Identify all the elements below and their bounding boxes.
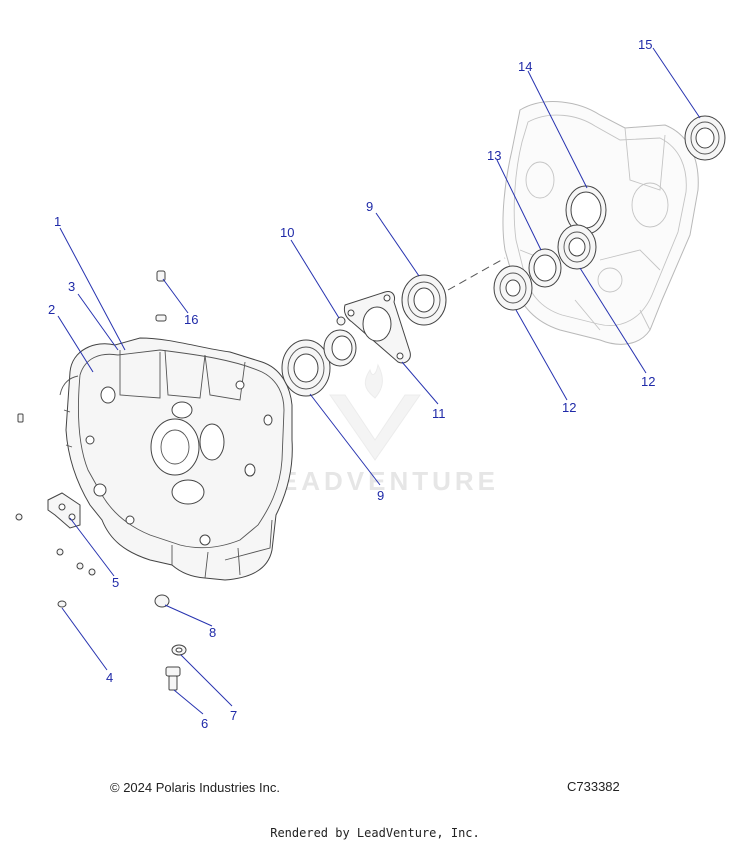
seal-14 — [565, 185, 607, 235]
callout-12-upper: 12 — [641, 374, 655, 389]
callout-12-lower: 12 — [562, 400, 576, 415]
callout-2: 2 — [48, 302, 55, 317]
bearing-12-lower — [493, 265, 533, 311]
small-parts-left — [15, 270, 187, 691]
rendered-by-text: Rendered by LeadVenture, Inc. — [270, 826, 480, 840]
watermark-logo — [329, 363, 421, 461]
copyright-text: © 2024 Polaris Industries Inc. — [110, 780, 280, 795]
seal-15 — [684, 115, 726, 161]
callout-15: 15 — [638, 37, 652, 52]
callout-11: 11 — [432, 406, 446, 421]
callout-10: 10 — [280, 225, 294, 240]
seal-13 — [528, 248, 562, 288]
callout-13: 13 — [487, 148, 501, 163]
callout-9-lower: 9 — [377, 488, 384, 503]
crankcase-left — [59, 337, 293, 581]
retainer-plate-11 — [343, 291, 411, 364]
callout-6: 6 — [201, 716, 208, 731]
callout-3: 3 — [68, 279, 75, 294]
callout-1: 1 — [54, 214, 61, 229]
bearing-9-lower — [281, 339, 331, 397]
diagram-id: C733382 — [567, 779, 620, 794]
callout-8: 8 — [209, 625, 216, 640]
callout-5: 5 — [112, 575, 119, 590]
callout-9-upper: 9 — [366, 199, 373, 214]
bearing-12-upper — [557, 224, 597, 270]
callout-7: 7 — [230, 708, 237, 723]
callout-14: 14 — [518, 59, 532, 74]
callout-4: 4 — [106, 670, 113, 685]
bolt-10 — [336, 316, 346, 326]
callout-labels: 1 2 3 4 5 6 7 8 9 9 10 11 12 12 13 14 15… — [48, 37, 655, 731]
callout-16: 16 — [184, 312, 198, 327]
bearing-9-upper — [401, 274, 447, 326]
seal-center — [323, 329, 357, 367]
leader-lines — [57, 47, 701, 715]
